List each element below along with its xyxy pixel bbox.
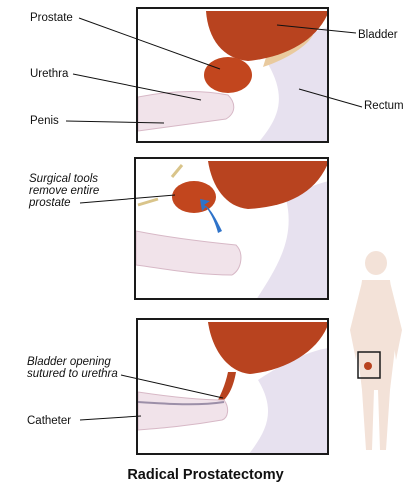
label-urethra: Urethra <box>30 68 68 80</box>
label-opening-line2: sutured to urethra <box>27 368 118 380</box>
label-opening-line1: Bladder opening <box>27 356 111 368</box>
label-bladder: Bladder <box>358 29 398 41</box>
label-prostate: Prostate <box>30 12 73 24</box>
label-tools-line2: remove entire <box>29 185 99 197</box>
leader-rectum <box>299 89 362 107</box>
leader-opening <box>121 375 223 398</box>
leader-penis <box>66 121 164 123</box>
leader-bladder <box>277 25 356 33</box>
leader-prostate <box>79 18 220 69</box>
label-rectum: Rectum <box>364 100 404 112</box>
leader-catheter <box>80 416 141 420</box>
leader-urethra <box>73 74 201 100</box>
label-catheter: Catheter <box>27 415 71 427</box>
label-tools-line1: Surgical tools <box>29 173 98 185</box>
diagram-title: Radical Prostatectomy <box>0 467 411 483</box>
label-penis: Penis <box>30 115 59 127</box>
label-tools-line3: prostate <box>29 197 71 209</box>
